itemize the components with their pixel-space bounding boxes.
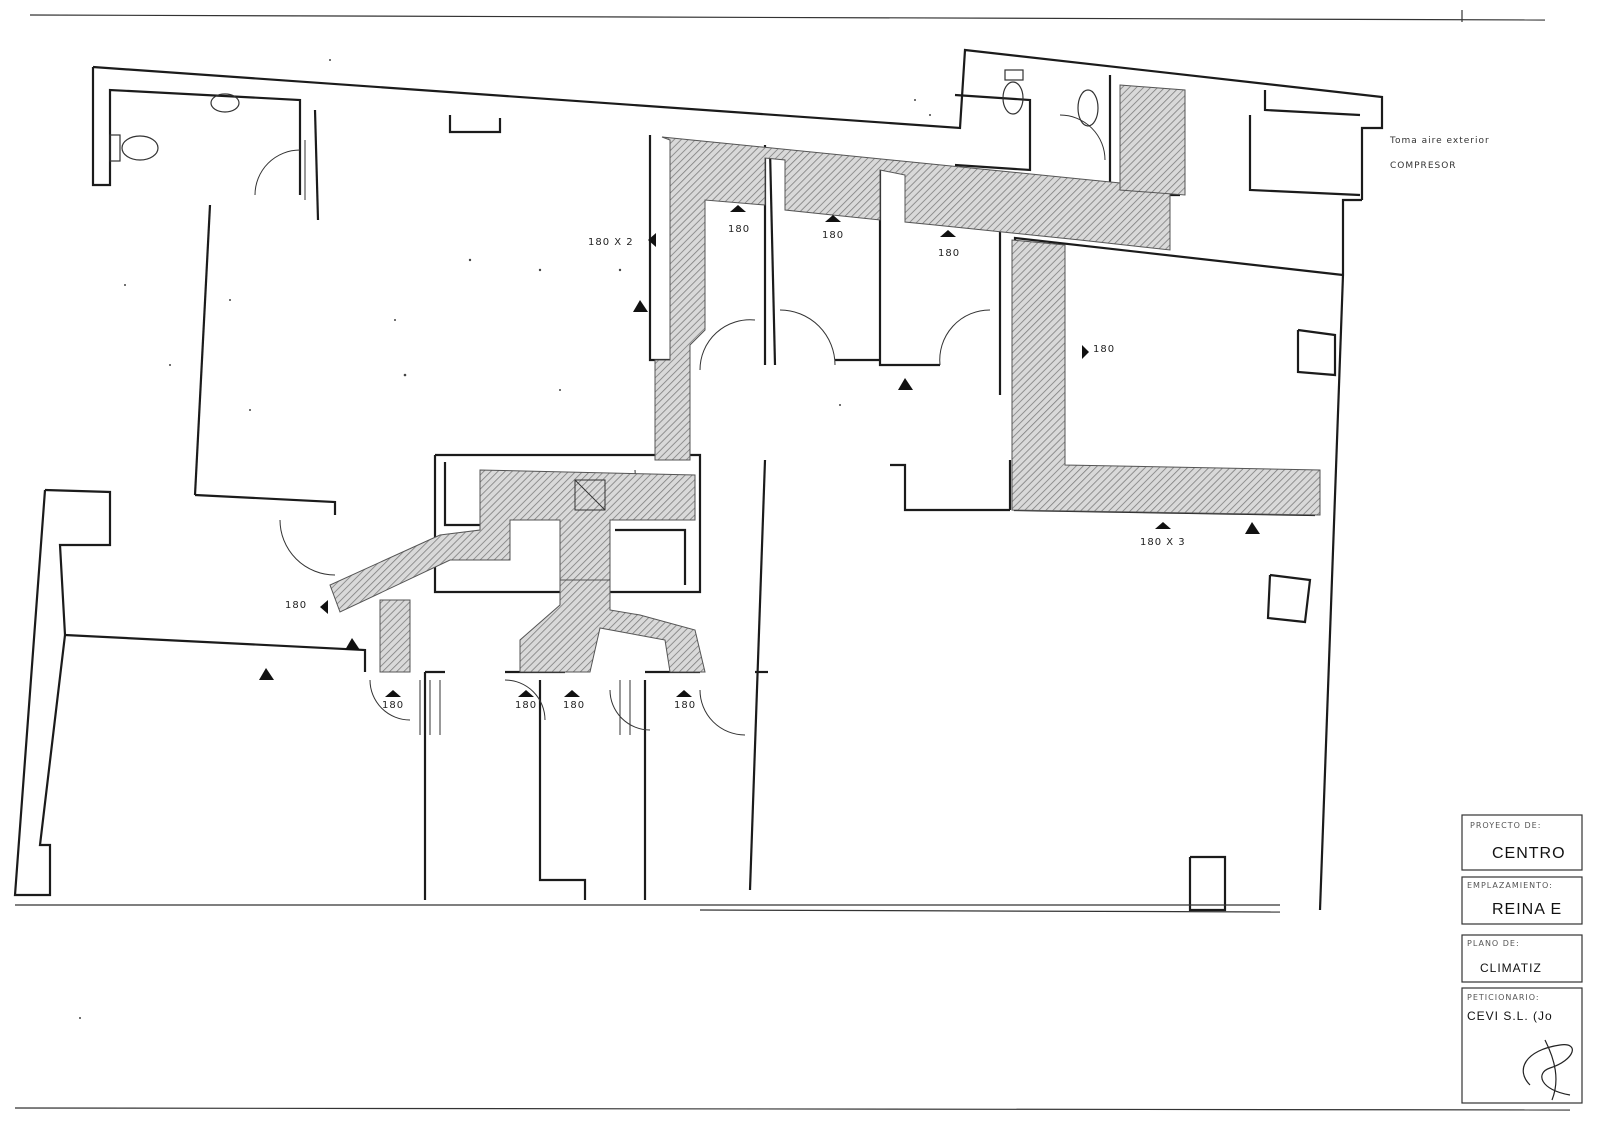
return-grille-icon <box>633 300 648 312</box>
outlet-label-4: 180 <box>938 248 960 259</box>
outlet-label-3: 180 <box>822 230 844 241</box>
location-label: EMPLAZAMIENTO: <box>1467 881 1553 890</box>
owner-value: CEVI S.L. (Jo <box>1467 1009 1553 1023</box>
outlet-label-8: 180 <box>382 700 404 711</box>
sink-icon <box>1077 89 1099 127</box>
compressor-note: COMPRESOR <box>1390 161 1457 171</box>
outlet-label-1: 180 X 2 <box>588 237 634 248</box>
plan-notes: Toma aire exterior COMPRESOR <box>1389 136 1490 171</box>
plan-value: CLIMATIZ <box>1480 961 1542 975</box>
outlet-label-10: 180 <box>563 700 585 711</box>
outlet-markers <box>259 205 1260 697</box>
sanitary-fixtures <box>109 69 1099 162</box>
outlet-label-5: 180 <box>1093 344 1115 355</box>
return-grille-icon <box>1245 522 1260 534</box>
scan-speckles <box>79 59 931 1019</box>
project-label: PROYECTO DE: <box>1470 821 1541 830</box>
project-value: CENTRO <box>1492 845 1566 862</box>
toilet-icon <box>121 135 159 161</box>
return-grille-icon <box>259 668 274 680</box>
signature <box>1522 1039 1573 1101</box>
sheet-border <box>14 10 1571 1111</box>
return-grille-icon <box>345 638 360 650</box>
hvac-ducts <box>329 84 1321 673</box>
outlet-label-2: 180 <box>728 224 750 235</box>
return-grille-icon <box>898 378 913 390</box>
outlet-label-7: 180 <box>285 600 307 611</box>
building-walls <box>13 48 1384 913</box>
outlet-label-6: 180 X 3 <box>1140 537 1186 548</box>
outlet-label-9: 180 <box>515 700 537 711</box>
outlet-labels: 180 X 2 180 180 180 180 180 X 3 180 180 … <box>285 224 1186 711</box>
sink-icon <box>210 93 240 113</box>
location-value: REINA E <box>1492 901 1562 918</box>
owner-label: PETICIONARIO: <box>1467 993 1540 1002</box>
outlet-label-11: 180 <box>674 700 696 711</box>
outside-air-note: Toma aire exterior <box>1389 136 1490 146</box>
title-block: PROYECTO DE: CENTRO EMPLAZAMIENTO: REINA… <box>1461 814 1583 1104</box>
plan-label: PLANO DE: <box>1467 939 1520 948</box>
toilet-icon <box>1002 81 1024 115</box>
